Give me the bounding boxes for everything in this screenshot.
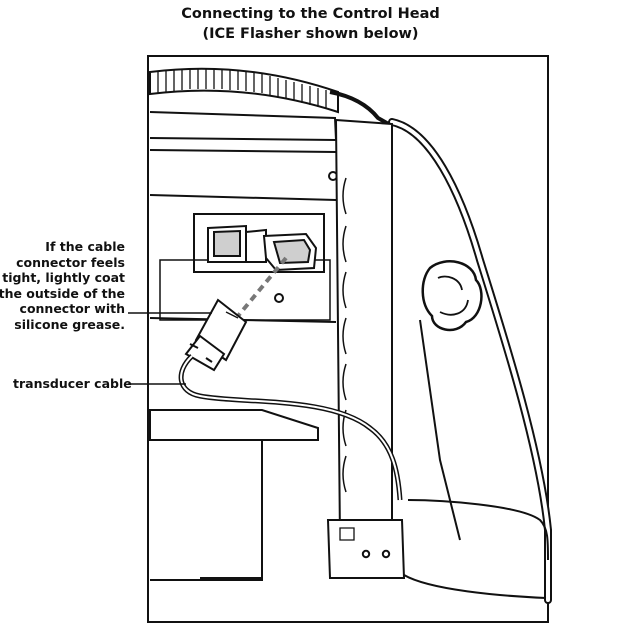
callout-line: connector with [19,301,125,316]
connector-ports [207,224,318,272]
base-stand [403,319,549,599]
cable-connector [184,298,248,372]
callout-line: If the cable [45,239,125,254]
figure-frame [147,55,549,623]
figure-title: Connecting to the Control Head (ICE Flas… [0,4,621,44]
transducer-cable-label: transducer cable [13,376,132,391]
title-line-1: Connecting to the Control Head [181,6,440,22]
callout-line: tight, lightly coat [2,270,125,285]
ribbed-top [149,67,393,128]
housing-outline [388,118,552,604]
callout-line: the outside of the [0,285,125,301]
title-line-2: (ICE Flasher shown below) [202,26,419,42]
callout-line: silicone grease. [14,316,125,332]
mount-knob [421,260,483,332]
base-box [149,409,319,581]
alignment-guide [236,256,288,318]
silicone-grease-callout: If the cable connector feels tight, ligh… [0,239,125,332]
support-post [326,118,406,579]
callout-line: connector feels [16,254,125,270]
back-panel [149,111,338,323]
